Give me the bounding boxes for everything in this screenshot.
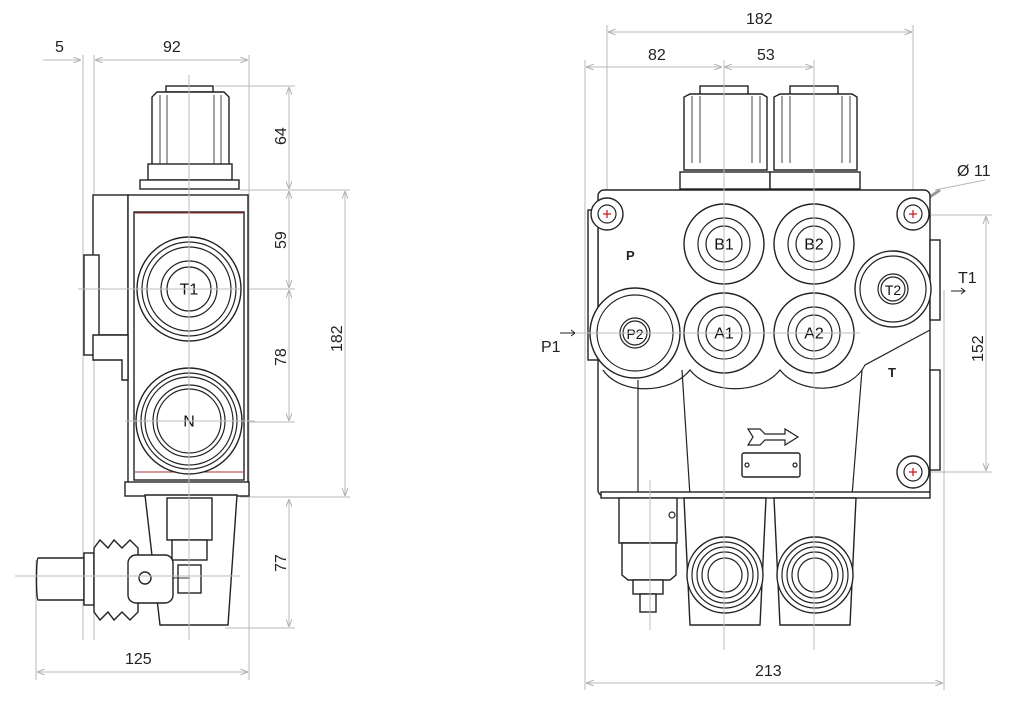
dim-5-label: 5 [55, 39, 64, 56]
dim-152: 152 [918, 214, 992, 473]
bolt-top-right [896, 197, 930, 231]
front-detent [618, 497, 678, 613]
dim-5: 5 [43, 39, 84, 640]
dim-64: 64 [273, 88, 290, 188]
bolt-top-left [590, 197, 624, 231]
port-label-t2: T2 [885, 282, 902, 298]
front-cap-2 [769, 85, 861, 190]
dim-77: 77 [273, 500, 290, 626]
dim-77-label: 77 [273, 554, 290, 572]
side-view: 5 92 64 59 78 182 [15, 39, 350, 680]
dim-53: 53 [725, 47, 812, 67]
dim-64-label: 64 [273, 127, 290, 145]
dim-78-label: 78 [273, 348, 290, 366]
dim-182-side-label: 182 [329, 325, 346, 352]
dim-182-front-label: 182 [746, 11, 773, 28]
outlet-t1: T1 [951, 270, 977, 295]
dim-59: 59 [273, 192, 290, 287]
front-view: 182 82 53 Ø 11 152 213 [541, 11, 992, 690]
dim-59-label: 59 [273, 231, 290, 249]
direction-arrow-icon [746, 427, 800, 447]
side-lever [35, 494, 238, 626]
front-boot-2 [773, 497, 857, 626]
mark-p: P [626, 248, 635, 263]
dim-182-front: 182 [609, 11, 911, 32]
mark-t: T [888, 365, 896, 380]
dim-78: 78 [273, 291, 290, 420]
dim-182-side: 182 [329, 192, 346, 495]
dim-53-label: 53 [757, 47, 775, 64]
port-label-p1: P1 [541, 339, 561, 356]
dim-diameter-label: Ø 11 [957, 163, 991, 180]
dim-213: 213 [587, 663, 942, 683]
bolt-bottom-right [896, 455, 930, 489]
dim-152-label: 152 [970, 335, 987, 362]
port-label-t1-front: T1 [958, 270, 977, 287]
front-cap-1 [679, 85, 771, 190]
inlet-p1: P1 [541, 329, 576, 356]
dim-92-label: 92 [163, 39, 181, 56]
nameplate [741, 452, 801, 478]
port-label-p2: P2 [626, 326, 643, 342]
dim-125-label: 125 [125, 651, 152, 668]
dim-82: 82 [587, 47, 721, 67]
dim-213-label: 213 [755, 663, 782, 680]
front-port-t2: T2 [854, 250, 932, 328]
dim-82-label: 82 [648, 47, 666, 64]
front-boot-1 [683, 497, 767, 626]
